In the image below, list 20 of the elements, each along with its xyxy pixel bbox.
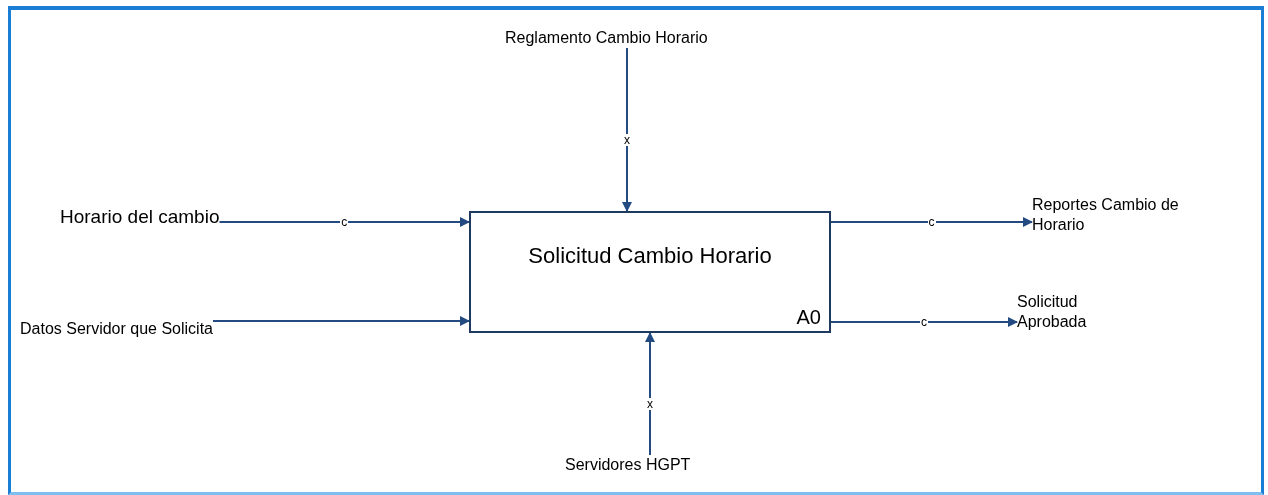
edge-label: c <box>920 316 928 328</box>
edge-label: x <box>623 133 631 146</box>
arrow <box>218 217 470 227</box>
process-title: Solicitud Cambio Horario <box>527 243 773 269</box>
edge-label: c <box>340 216 349 228</box>
node-id: A0 <box>796 306 821 329</box>
arrow <box>212 316 470 326</box>
flow-label: Datos Servidor que Solicita <box>20 319 213 339</box>
arrow <box>622 47 632 212</box>
arrow <box>830 217 1033 227</box>
flow-label: Horario del cambio <box>60 205 220 229</box>
edge-label: c <box>927 216 936 228</box>
flow-label: Reportes Cambio de Horario <box>1032 195 1232 235</box>
process-box <box>469 211 831 333</box>
arrow <box>645 332 655 456</box>
edge-label: x <box>646 398 654 410</box>
flow-label: Solicitud Aprobada <box>1017 292 1117 332</box>
flow-label: Reglamento Cambio Horario <box>505 28 708 48</box>
arrow <box>830 317 1018 327</box>
flow-label: Servidores HGPT <box>565 455 691 475</box>
